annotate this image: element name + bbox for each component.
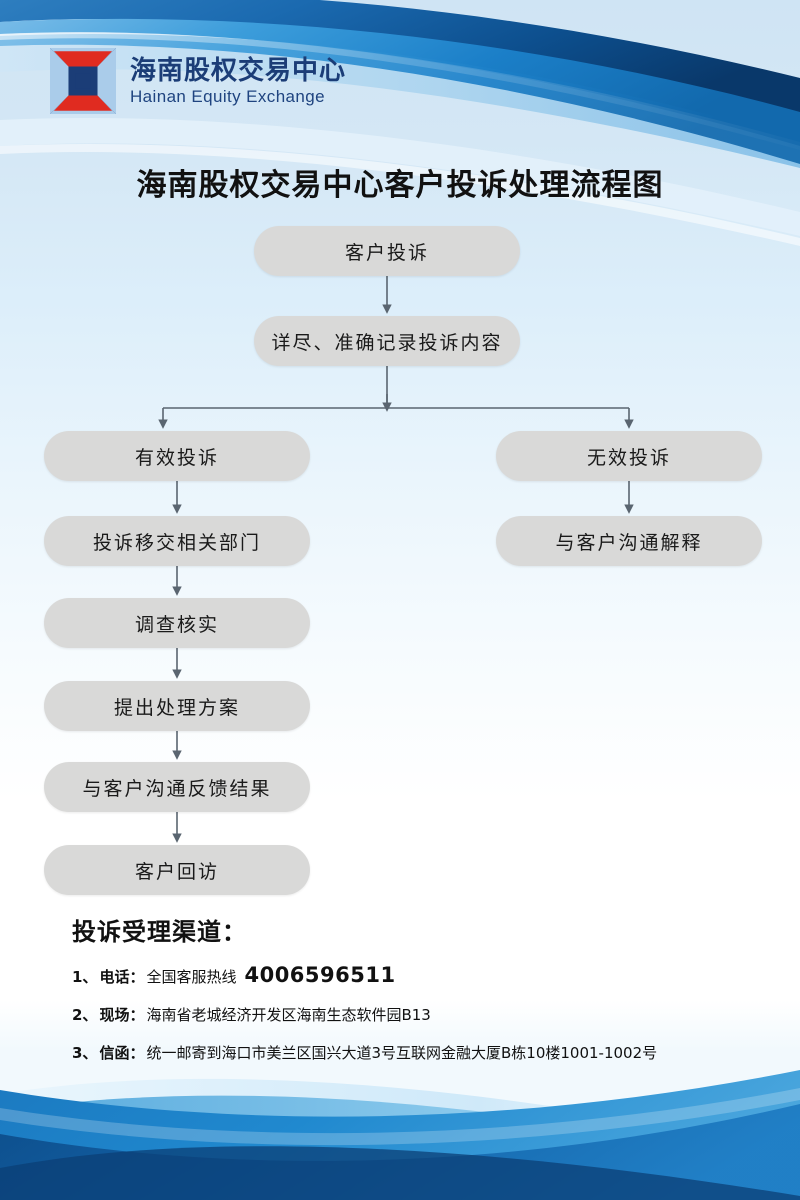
- hainan-equity-exchange-logo-icon: [50, 48, 116, 114]
- contact-value-mail: 统一邮寄到海口市美兰区国兴大道3号互联网金融大厦B栋10楼1001-1002号: [146, 1044, 658, 1062]
- hotline-number: 4006596511: [244, 963, 396, 987]
- contact-item-mail: 3、 信函： 统一邮寄到海口市美兰区国兴大道3号互联网金融大厦B栋10楼1001…: [72, 1042, 772, 1063]
- brand-name-en: Hainan Equity Exchange: [130, 86, 325, 106]
- contact-index-2: 2、: [72, 1006, 98, 1024]
- contact-value-onsite: 海南省老城经济开发区海南生态软件园B13: [146, 1006, 431, 1024]
- flow-node-n4: 投诉移交相关部门: [44, 516, 310, 566]
- flow-node-n9: 无效投诉: [496, 431, 762, 481]
- brand-text-block: 海南股权交易中心 Hainan Equity Exchange: [130, 58, 346, 105]
- contact-item-phone: 1、 电话： 全国客服热线 4006596511: [72, 963, 772, 987]
- complaint-channels-heading: 投诉受理渠道：: [72, 918, 247, 946]
- contact-index-1: 1、: [72, 968, 98, 986]
- flow-node-n7: 与客户沟通反馈结果: [44, 762, 310, 812]
- contact-value-phone: 全国客服热线: [146, 968, 237, 986]
- contact-label-phone: 电话：: [99, 968, 145, 986]
- brand-name-cn: 海南股权交易中心: [130, 55, 347, 86]
- flow-node-n6: 提出处理方案: [44, 681, 310, 731]
- flow-node-n8: 客户回访: [44, 845, 310, 895]
- flow-node-n2: 详尽、准确记录投诉内容: [254, 316, 520, 366]
- flow-node-n3: 有效投诉: [44, 431, 310, 481]
- page-title: 海南股权交易中心客户投诉处理流程图: [136, 168, 664, 203]
- contact-label-onsite: 现场：: [99, 1006, 145, 1024]
- contact-label-mail: 信函：: [99, 1044, 145, 1062]
- flow-node-n5: 调查核实: [44, 598, 310, 648]
- flow-node-n10: 与客户沟通解释: [496, 516, 762, 566]
- flow-node-n1: 客户投诉: [254, 226, 520, 276]
- complaint-channels-section: 投诉受理渠道： 1、 电话： 全国客服热线 4006596511 2、 现场： …: [72, 912, 772, 1080]
- brand-lockup: 海南股权交易中心 Hainan Equity Exchange: [50, 48, 346, 114]
- contact-item-onsite: 2、 现场： 海南省老城经济开发区海南生态软件园B13: [72, 1004, 772, 1025]
- contact-index-3: 3、: [72, 1044, 98, 1062]
